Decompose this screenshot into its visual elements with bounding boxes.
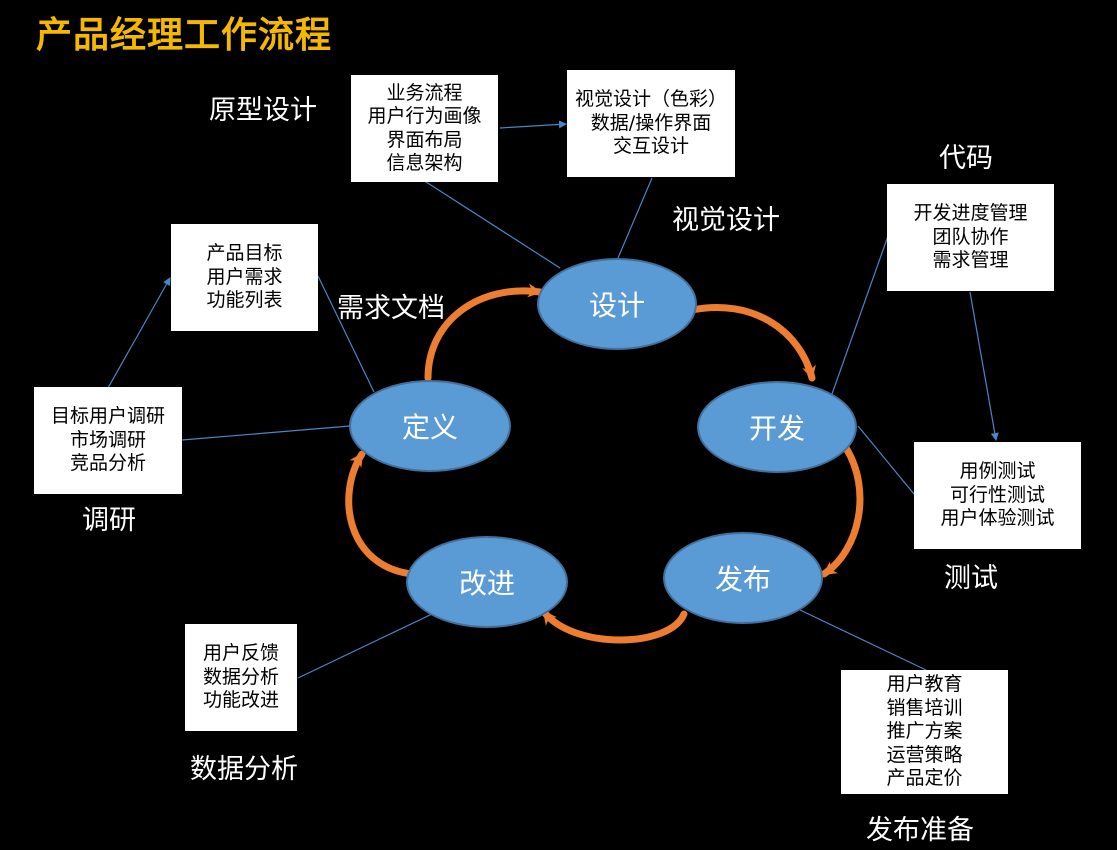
connector-research-requirements	[107, 277, 171, 389]
box-item: 用户需求	[206, 265, 283, 288]
box-item: 用户行为画像	[367, 105, 482, 127]
box-requirements: 产品目标 用户需求 功能列表	[171, 224, 318, 331]
node-release: 发布	[663, 532, 823, 624]
flow-arrow-design-develop	[688, 303, 816, 382]
box-prototype: 业务流程 用户行为画像 界面布局 信息架构	[351, 75, 498, 182]
box-code: 开发进度管理 团队协作 需求管理	[887, 184, 1054, 291]
node-define: 定义	[349, 380, 511, 472]
label-requirements-doc: 需求文档	[337, 293, 445, 324]
box-item: 目标用户调研	[50, 405, 165, 428]
box-item: 用户体验测试	[940, 507, 1055, 530]
box-item: 销售培训	[886, 696, 963, 719]
box-item: 竞品分析	[69, 452, 146, 475]
box-item: 市场调研	[69, 428, 146, 451]
connector-visual-design	[617, 177, 653, 259]
box-item: 团队协作	[932, 225, 1009, 248]
flow-arrow-define-design	[424, 283, 544, 382]
label-prototype: 原型设计	[209, 95, 317, 126]
connector-code-testing	[969, 291, 999, 441]
label-testing: 测试	[944, 563, 998, 594]
box-item: 数据分析	[202, 665, 279, 688]
node-develop: 开发	[697, 381, 857, 473]
flow-arrow-release-improve	[540, 608, 688, 644]
box-item: 用户教育	[886, 673, 963, 696]
box-research: 目标用户调研 市场调研 竞品分析	[34, 387, 182, 494]
box-testing: 用例测试 可行性测试 用户体验测试	[914, 442, 1081, 549]
box-item: 功能列表	[206, 289, 283, 312]
box-item: 产品定价	[886, 767, 963, 790]
flow-arrow-develop-release	[820, 444, 864, 578]
connector-develop-testing	[857, 425, 915, 495]
label-visual: 视觉设计	[672, 205, 780, 236]
flow-arrow-improve-define	[345, 450, 416, 578]
box-item: 界面布局	[386, 128, 463, 151]
connector-research-define	[181, 425, 351, 441]
node-design: 设计	[537, 258, 697, 350]
connector-prototype-design	[422, 179, 561, 269]
label-code: 代码	[939, 143, 993, 174]
connector-feedback-improve	[297, 613, 433, 679]
box-item: 信息架构	[386, 152, 463, 174]
box-item: 用例测试	[959, 460, 1036, 483]
label-research: 调研	[82, 505, 136, 536]
box-item: 功能改进	[202, 689, 279, 712]
box-item: 视觉设计（色彩）	[574, 88, 727, 111]
box-item: 数据/操作界面	[590, 111, 712, 134]
page-title: 产品经理工作流程	[36, 15, 333, 56]
node-improve: 改进	[406, 536, 568, 628]
box-visual: 视觉设计（色彩） 数据/操作界面 交互设计	[567, 70, 735, 177]
box-item: 用户反馈	[202, 642, 279, 665]
label-release-prep: 发布准备	[866, 815, 974, 846]
box-item: 业务流程	[386, 81, 463, 104]
connector-release-releaseprep	[799, 609, 927, 671]
box-item: 需求管理	[932, 249, 1009, 272]
box-item: 运营策略	[886, 743, 963, 766]
box-item: 开发进度管理	[913, 202, 1028, 225]
connector-code-develop	[831, 235, 889, 395]
box-release-prep: 用户教育 销售培训 推广方案 运营策略 产品定价	[841, 670, 1008, 794]
box-item: 交互设计	[612, 135, 689, 158]
label-data-analysis: 数据分析	[190, 754, 298, 785]
box-item: 产品目标	[206, 242, 283, 265]
connector-requirements-define	[317, 275, 375, 393]
connector-prototype-visual	[499, 120, 567, 129]
box-item: 推广方案	[886, 720, 963, 743]
box-item: 可行性测试	[949, 483, 1045, 506]
box-feedback: 用户反馈 数据分析 功能改进	[185, 624, 297, 731]
